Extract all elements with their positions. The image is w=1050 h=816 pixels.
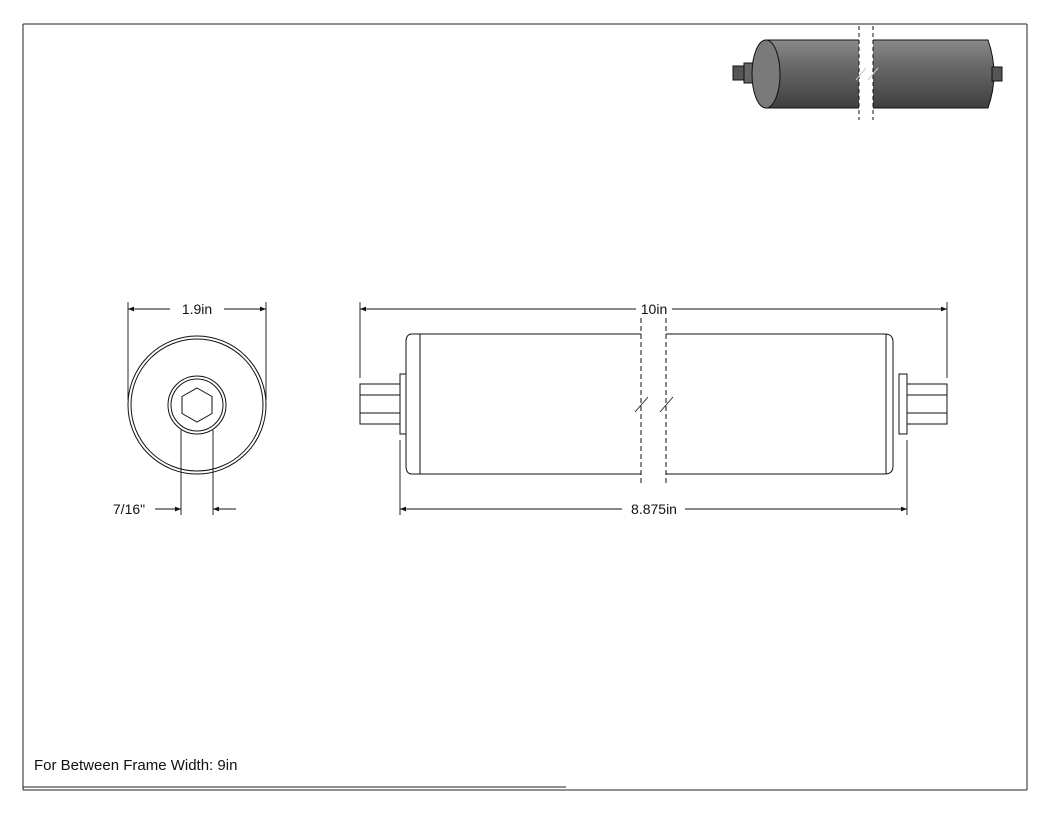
hex-dimension	[155, 430, 236, 515]
roller-end-view-icon	[127, 335, 267, 475]
hex-size-label: 7/16"	[113, 501, 145, 517]
tube-length-dimension	[399, 440, 908, 515]
sheet-border	[22, 23, 1028, 791]
overall-length-dimension	[359, 302, 948, 378]
tube-length-label: 8.875in	[631, 501, 677, 517]
diameter-label: 1.9in	[182, 301, 212, 317]
diameter-dimension	[127, 302, 267, 400]
overall-length-label: 10in	[641, 301, 667, 317]
roller-isometric-icon	[732, 26, 1003, 120]
frame-width-note: For Between Frame Width: 9in	[34, 757, 238, 774]
roller-side-view-icon	[359, 318, 948, 486]
